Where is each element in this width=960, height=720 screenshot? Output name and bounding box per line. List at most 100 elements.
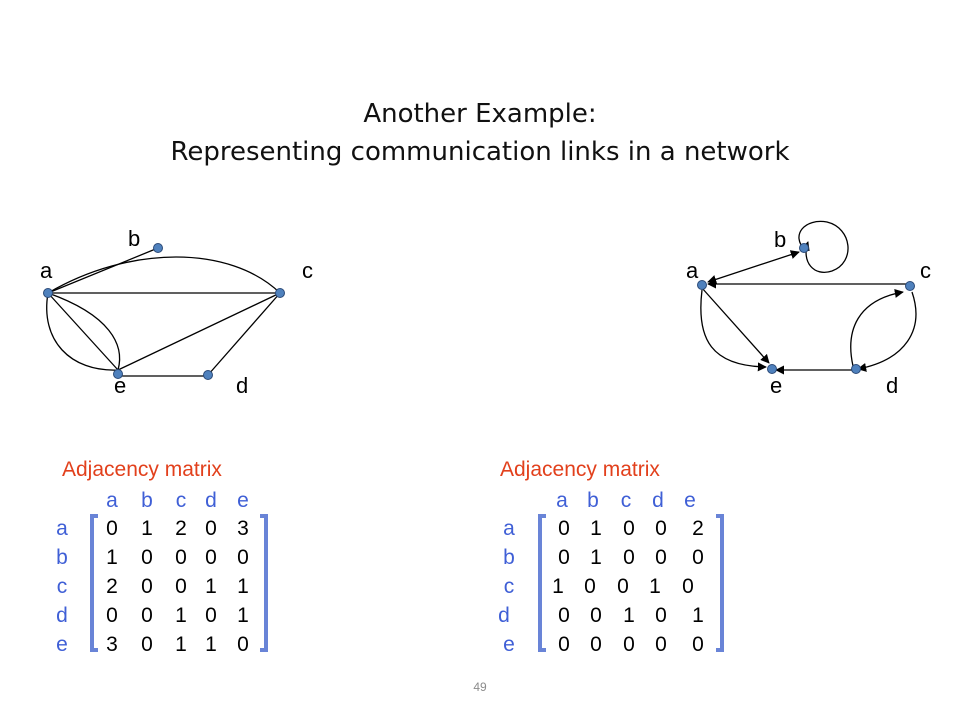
matrix-cell: 1 [106, 546, 118, 569]
matrix-cell: 3 [106, 633, 118, 656]
node-b [153, 243, 163, 253]
label-a: a [686, 258, 699, 283]
matrix-cell: 2 [106, 575, 118, 598]
right-matrix-brackets [538, 514, 724, 652]
matrix-cell: 0 [655, 633, 667, 656]
left-graph-edges [46, 247, 281, 377]
matrix-cell: 0 [141, 604, 153, 627]
undirected-graph: a b c d e [40, 226, 313, 398]
left-matrix-title: Adjacency matrix [62, 458, 222, 481]
edge-d-to-c [850, 288, 904, 367]
right-matrix-open-bracket [538, 514, 546, 652]
right-matrix-title: Adjacency matrix [500, 458, 660, 481]
node-e [113, 369, 123, 379]
matrix-cell: 0 [106, 604, 118, 627]
left-matrix-brackets [90, 514, 268, 652]
matrix-cell: 0 [141, 633, 153, 656]
row-header: c [503, 575, 515, 598]
row-header: e [56, 633, 68, 656]
node-c [905, 281, 915, 291]
node-a [43, 288, 53, 298]
col-header: d [205, 489, 217, 512]
label-b: b [774, 227, 786, 252]
row-header: b [56, 546, 68, 569]
matrix-cell: 0 [655, 517, 667, 540]
title-line-2: Representing communication links in a ne… [170, 137, 790, 167]
col-header: a [556, 489, 568, 512]
row-header: d [56, 604, 68, 627]
matrix-cell: 0 [106, 517, 118, 540]
row-header: a [56, 517, 68, 540]
col-header: c [620, 489, 632, 512]
matrix-cell: 1 [175, 604, 187, 627]
label-d: d [236, 373, 248, 398]
node-d [851, 364, 861, 374]
matrix-cell: 0 [237, 546, 249, 569]
edge-c-d [207, 292, 281, 376]
matrix-cell: 2 [175, 517, 187, 540]
label-c: c [302, 258, 313, 283]
matrix-cell: 0 [623, 633, 635, 656]
right-graph-edges [700, 220, 917, 375]
title-line-1: Another Example: [363, 99, 597, 129]
right-graph-nodes [697, 243, 915, 374]
matrix-cell: 0 [692, 546, 704, 569]
matrix-cell: 1 [237, 575, 249, 598]
matrix-cell: 1 [205, 633, 217, 656]
edge-a-to-e-straight [701, 287, 770, 364]
matrix-cell: 0 [617, 575, 629, 598]
matrix-cell: 0 [205, 517, 217, 540]
matrix-cell: 0 [623, 546, 635, 569]
col-header: a [106, 489, 118, 512]
matrix-cell: 2 [692, 517, 704, 540]
node-b [799, 243, 809, 253]
label-c: c [920, 258, 931, 283]
label-d: d [886, 373, 898, 398]
matrix-cell: 3 [237, 517, 249, 540]
label-e: e [114, 373, 126, 398]
col-header: c [175, 489, 187, 512]
matrix-cell: 1 [175, 633, 187, 656]
row-header: c [56, 575, 68, 598]
matrix-cell: 0 [590, 604, 602, 627]
right-matrix-close-bracket [716, 514, 724, 652]
matrix-cell: 0 [205, 604, 217, 627]
matrix-cell: 0 [237, 633, 249, 656]
node-d [203, 370, 213, 380]
matrix-cell: 0 [655, 546, 667, 569]
node-e [767, 364, 777, 374]
edge-a-to-e-curved [700, 289, 767, 372]
matrix-cell: 0 [175, 546, 187, 569]
matrix-cell: 0 [590, 633, 602, 656]
left-graph-nodes [43, 243, 285, 380]
edge-b-self-loop [798, 220, 849, 273]
matrix-cell: 1 [205, 575, 217, 598]
matrix-cell: 0 [584, 575, 596, 598]
row-header: d [498, 604, 510, 627]
matrix-cell: 0 [558, 546, 570, 569]
directed-graph: a b c d e [686, 220, 931, 398]
matrix-cell: 1 [692, 604, 704, 627]
slide-number: 49 [473, 680, 487, 694]
edge-c-to-d [857, 291, 917, 372]
matrix-cell: 1 [590, 517, 602, 540]
matrix-cell: 0 [682, 575, 694, 598]
edge-a-c-curved [47, 256, 281, 294]
matrix-cell: 0 [175, 575, 187, 598]
matrix-cell: 0 [558, 633, 570, 656]
left-matrix-open-bracket [90, 514, 98, 652]
edge-a-b [47, 247, 159, 294]
node-c [275, 288, 285, 298]
edge-a-e-curve-left [46, 292, 119, 371]
col-header: e [237, 489, 249, 512]
matrix-cell: 1 [590, 546, 602, 569]
matrix-cell: 0 [141, 575, 153, 598]
col-header: b [141, 489, 153, 512]
label-b: b [128, 226, 140, 251]
left-graph-labels: a b c d e [40, 226, 313, 398]
edge-a-e-curve-right [47, 292, 121, 371]
right-graph-labels: a b c d e [686, 227, 931, 398]
label-e: e [770, 373, 782, 398]
matrix-cell: 1 [649, 575, 661, 598]
